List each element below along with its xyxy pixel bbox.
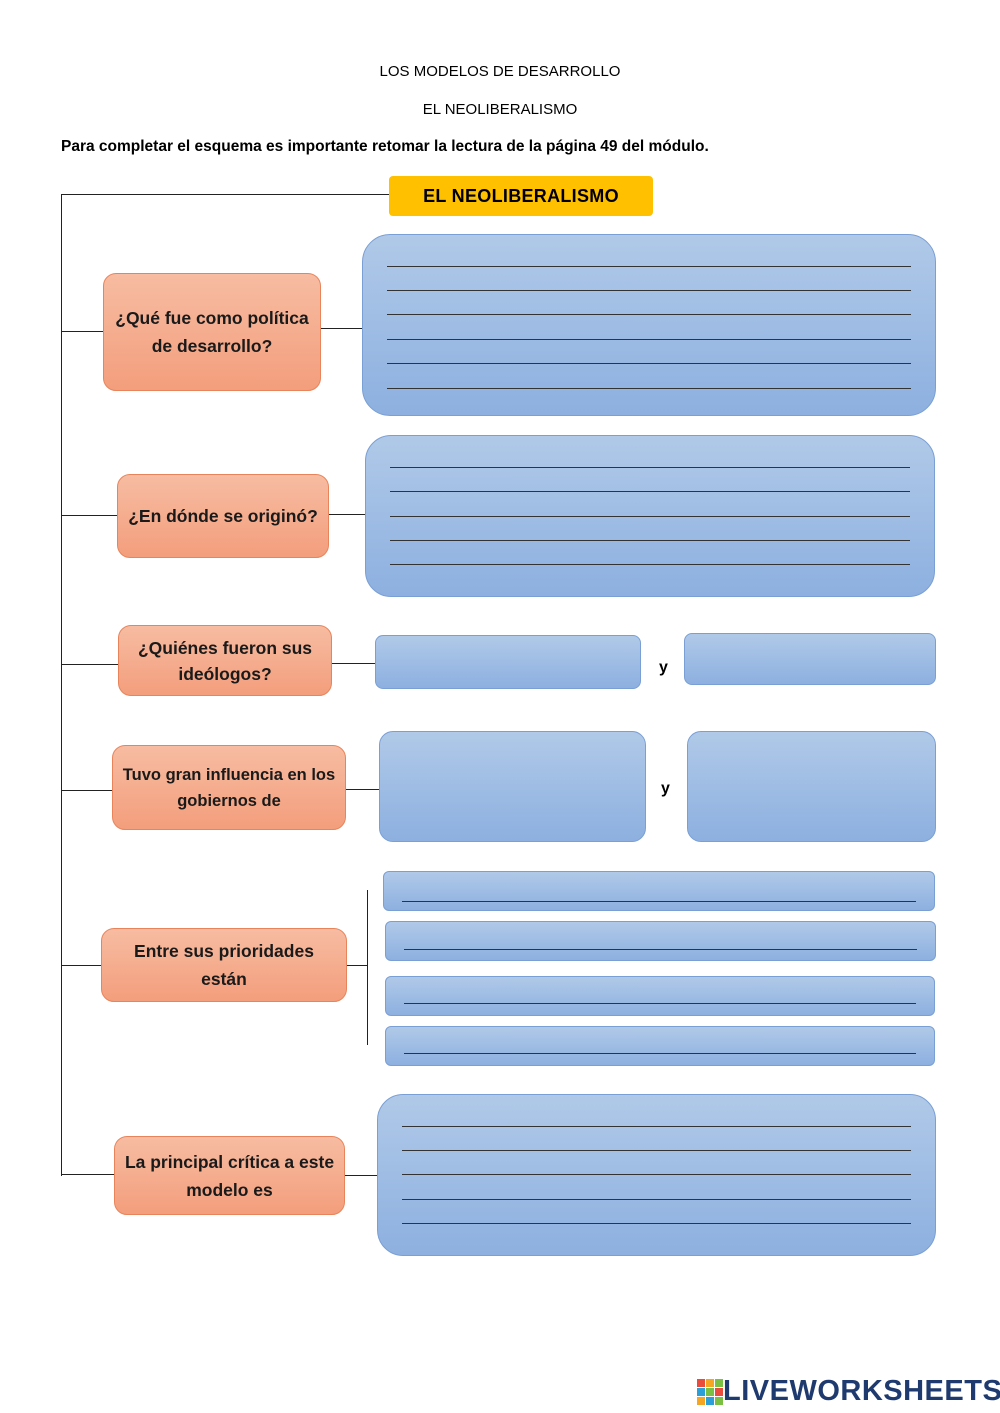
writing-line: [404, 949, 917, 950]
connector-y: y: [661, 780, 670, 797]
writing-line: [387, 339, 911, 340]
answer-line-1: [320, 328, 362, 329]
question-box-influencia: Tuvo gran influencia en los gobiernos de: [112, 745, 346, 830]
worksheet-heading: LOS MODELOS DE DESARROLLO: [379, 63, 621, 80]
answer-box-politica[interactable]: [362, 234, 936, 416]
writing-line: [402, 901, 916, 902]
answer-box-gobierno-1[interactable]: [379, 731, 646, 842]
answer-box-critica[interactable]: [377, 1094, 936, 1256]
answer-line-5: [347, 965, 367, 966]
question-box-critica: La principal crítica a este modelo es: [114, 1136, 345, 1215]
answer-box-prioridad-3[interactable]: [385, 976, 935, 1016]
question-box-ideologos: ¿Quiénes fueron sus ideólogos?: [118, 625, 332, 696]
writing-line: [404, 1053, 916, 1054]
writing-line: [390, 467, 910, 468]
question-box-politica: ¿Qué fue como política de desarrollo?: [103, 273, 321, 391]
main-vertical-line: [61, 194, 62, 1176]
branch-line-2: [61, 515, 117, 516]
answer-box-ideologo-1[interactable]: [375, 635, 641, 689]
branch-line-1: [61, 331, 103, 332]
answer-box-prioridad-1[interactable]: [383, 871, 935, 911]
answer-line-3: [332, 663, 375, 664]
answer-box-origen[interactable]: [365, 435, 935, 597]
instruction-text: Para completar el esquema es importante …: [61, 138, 709, 155]
writing-line: [387, 314, 911, 315]
answer-box-prioridad-4[interactable]: [385, 1026, 935, 1066]
writing-line: [402, 1174, 911, 1175]
writing-line: [402, 1223, 911, 1224]
writing-line: [390, 564, 910, 565]
answer-line-4: [346, 789, 379, 790]
branch-line-5: [61, 965, 101, 966]
answer-box-gobierno-2[interactable]: [687, 731, 936, 842]
writing-line: [404, 1003, 916, 1004]
writing-line: [390, 516, 910, 517]
branch-line-6: [61, 1174, 114, 1175]
writing-line: [387, 388, 911, 389]
answer-line-6: [344, 1175, 378, 1176]
worksheet-subheading: EL NEOLIBERALISMO: [422, 101, 578, 118]
branch-line-3: [61, 664, 118, 665]
writing-line: [390, 491, 910, 492]
liveworksheets-logo-icon: [697, 1378, 723, 1405]
answer-box-ideologo-2[interactable]: [684, 633, 936, 685]
writing-line: [387, 266, 911, 267]
writing-line: [390, 540, 910, 541]
priorities-bracket-line: [367, 890, 368, 1045]
answer-box-prioridad-2[interactable]: [385, 921, 936, 961]
liveworksheets-logo: LIVEWORKSHEETS: [697, 1375, 1000, 1408]
writing-line: [387, 363, 911, 364]
writing-line: [402, 1126, 911, 1127]
question-box-origen: ¿En dónde se originó?: [117, 474, 329, 558]
connector-y: y: [659, 659, 668, 676]
writing-line: [402, 1199, 911, 1200]
branch-line-4: [61, 790, 112, 791]
liveworksheets-logo-text: LIVEWORKSHEETS: [723, 1375, 1000, 1407]
answer-line-2: [328, 514, 365, 515]
question-box-prioridades: Entre sus prioridades están: [101, 928, 347, 1002]
title-connector-line: [61, 194, 389, 195]
diagram-title: EL NEOLIBERALISMO: [389, 176, 653, 216]
writing-line: [402, 1150, 911, 1151]
writing-line: [387, 290, 911, 291]
